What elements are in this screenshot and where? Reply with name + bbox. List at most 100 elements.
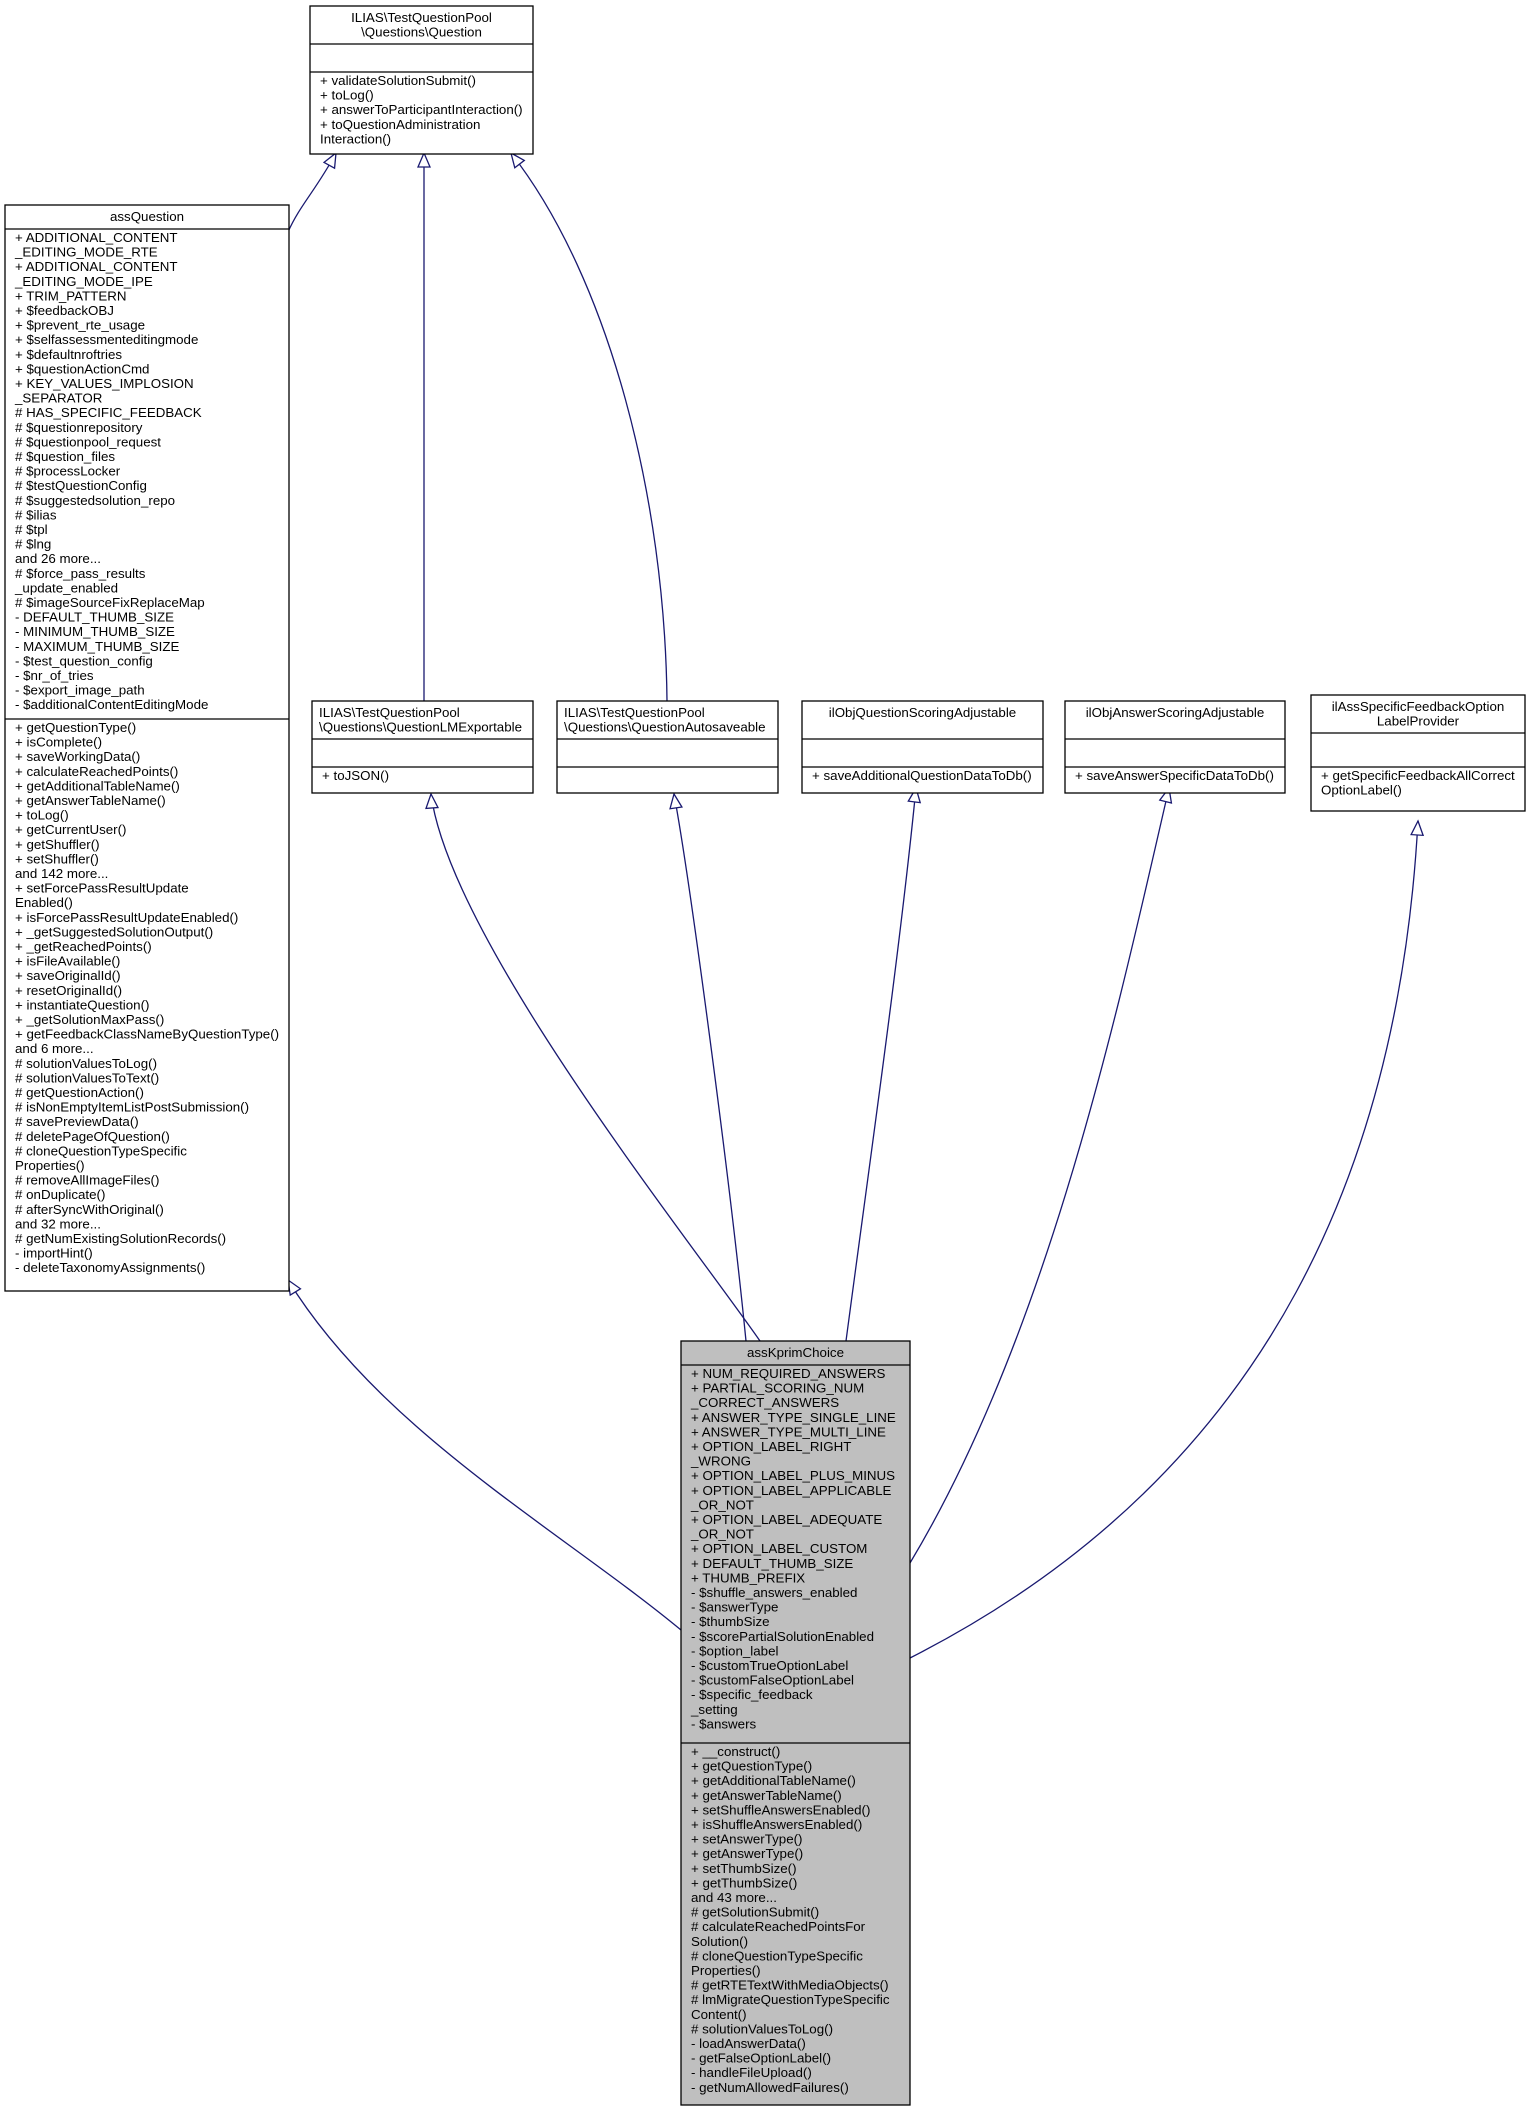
class-method: + validateSolutionSubmit() (320, 73, 476, 88)
class-box-autosaveable[interactable]: ILIAS\TestQuestionPool\Questions\Questio… (556, 700, 779, 794)
edge-kprim-to-assQuestion (287, 1279, 682, 1631)
class-box-assQuestion[interactable]: assQuestion+ ADDITIONAL_CONTENT_EDITING_… (4, 204, 290, 1292)
class-box-answerScoring[interactable]: ilObjAnswerScoringAdjustable + saveAnswer… (1064, 700, 1286, 794)
class-method: # removeAllImageFiles() (15, 1173, 159, 1188)
class-method: OptionLabel() (1321, 783, 1402, 798)
class-method: # getSolutionSubmit() (691, 1905, 819, 1920)
inheritance-arrowhead (287, 1278, 302, 1297)
class-method: + saveAdditionalQuestionDataToDb() (812, 768, 1032, 783)
class-method: Solution() (691, 1934, 748, 1949)
inheritance-edges (287, 151, 1425, 1659)
class-method: Content() (691, 2007, 747, 2022)
class-method: # cloneQuestionTypeSpecific (15, 1143, 187, 1158)
class-attribute: + PARTIAL_SCORING_NUM (691, 1381, 864, 1396)
inheritance-arrowhead (509, 151, 526, 169)
class-attribute: _OR_NOT (690, 1497, 754, 1512)
class-attribute: + TRIM_PATTERN (15, 288, 126, 303)
inheritance-arrowhead (907, 786, 922, 804)
class-method: + getAnswerTableName() (15, 793, 166, 808)
class-box-question[interactable]: ILIAS\TestQuestionPool\Questions\Questio… (309, 5, 534, 155)
class-method: + getShuffler() (15, 837, 100, 852)
class-method: # getRTETextWithMediaObjects() (691, 1978, 889, 1993)
class-box-feedbackProvider[interactable]: ilAssSpecificFeedbackOptionLabelProvider… (1310, 694, 1526, 812)
class-title: ILIAS\TestQuestionPool (351, 10, 492, 25)
class-attribute: + OPTION_LABEL_PLUS_MINUS (691, 1468, 895, 1483)
class-method: + setShuffler() (15, 851, 99, 866)
class-attribute: # $question_files (15, 449, 115, 464)
class-method: Properties() (15, 1158, 85, 1173)
class-method: and 43 more... (691, 1890, 777, 1905)
class-attribute: # $questionpool_request (15, 434, 161, 449)
class-title: assQuestion (110, 209, 184, 224)
class-method: + saveWorkingData() (15, 749, 140, 764)
class-attribute: + NUM_REQUIRED_ANSWERS (691, 1366, 886, 1381)
class-method: - loadAnswerData() (691, 2036, 806, 2051)
class-attribute: + DEFAULT_THUMB_SIZE (691, 1556, 853, 1571)
inheritance-arrowhead (669, 792, 683, 810)
class-method: and 6 more... (15, 1041, 94, 1056)
class-title: LabelProvider (1377, 714, 1460, 729)
class-attribute: - $option_label (691, 1643, 778, 1658)
class-attribute: # $tpl (15, 522, 48, 537)
class-attribute: _update_enabled (14, 580, 118, 595)
class-attribute: _WRONG (690, 1454, 751, 1469)
class-method: + isForcePassResultUpdateEnabled() (15, 910, 238, 925)
class-attribute: and 26 more... (15, 551, 101, 566)
class-attribute: + OPTION_LABEL_RIGHT (691, 1439, 851, 1454)
class-method: + getFeedbackClassNameByQuestionType() (15, 1027, 279, 1042)
class-method: + resetOriginalId() (15, 983, 122, 998)
class-method: + toJSON() (322, 768, 389, 783)
class-attribute: + $feedbackOBJ (15, 303, 114, 318)
class-method: + getThumbSize() (691, 1875, 797, 1890)
class-method: - deleteTaxonomyAssignments() (15, 1260, 205, 1275)
class-attribute: - $export_image_path (15, 683, 145, 698)
class-title: ilAssSpecificFeedbackOption (1332, 699, 1505, 714)
class-method: - getNumAllowedFailures() (691, 2080, 849, 2095)
class-title: ilObjAnswerScoringAdjustable (1086, 705, 1265, 720)
class-attribute: - $customFalseOptionLabel (691, 1673, 854, 1688)
class-attribute: + OPTION_LABEL_APPLICABLE (691, 1483, 892, 1498)
class-title: ilObjQuestionScoringAdjustable (829, 705, 1016, 720)
class-attribute: _setting (690, 1702, 738, 1717)
class-method: + getCurrentUser() (15, 822, 126, 837)
class-attribute: - DEFAULT_THUMB_SIZE (15, 610, 174, 625)
class-attribute: # $questionrepository (15, 420, 143, 435)
class-method: Enabled() (15, 895, 73, 910)
class-attribute: - $answers (691, 1716, 757, 1731)
class-method: + _getSuggestedSolutionOutput() (15, 924, 213, 939)
class-attribute: - MAXIMUM_THUMB_SIZE (15, 639, 179, 654)
class-attribute: - $customTrueOptionLabel (691, 1658, 848, 1673)
class-method: # cloneQuestionTypeSpecific (691, 1948, 863, 1963)
class-title: ILIAS\TestQuestionPool (564, 705, 705, 720)
class-attribute: + $questionActionCmd (15, 361, 149, 376)
class-method: - getFalseOptionLabel() (691, 2051, 831, 2066)
class-attribute: # $force_pass_results (15, 566, 146, 581)
class-box-questionScoring[interactable]: ilObjQuestionScoringAdjustable + saveAddi… (801, 700, 1044, 794)
class-method: + isComplete() (15, 735, 102, 750)
class-method: and 32 more... (15, 1216, 101, 1231)
edge-kprim-to-questionScoring (845, 787, 917, 1342)
class-attribute: + ANSWER_TYPE_MULTI_LINE (691, 1424, 886, 1439)
class-title: assKprimChoice (747, 1345, 844, 1360)
class-attribute: + $selfassessmenteditingmode (15, 332, 198, 347)
class-attribute: + THUMB_PREFIX (691, 1570, 805, 1585)
class-method: + saveAnswerSpecificDataToDb() (1075, 768, 1274, 783)
class-attribute: # $lng (15, 537, 51, 552)
class-method: # isNonEmptyItemListPostSubmission() (15, 1100, 249, 1115)
class-title: \Questions\QuestionLMExportable (319, 720, 522, 735)
class-method: + isShuffleAnswersEnabled() (691, 1817, 862, 1832)
class-method: # solutionValuesToLog() (15, 1056, 157, 1071)
class-box-kprim[interactable]: assKprimChoice + NUM_REQUIRED_ANSWERS+ PA… (680, 1340, 911, 2106)
class-attribute: + ADDITIONAL_CONTENT (15, 230, 178, 245)
class-attribute: + OPTION_LABEL_CUSTOM (691, 1541, 867, 1556)
class-box-lmExportable[interactable]: ILIAS\TestQuestionPool\Questions\Questio… (311, 700, 534, 794)
class-method: # lmMigrateQuestionTypeSpecific (691, 1992, 890, 2007)
class-attribute: - $shuffle_answers_enabled (691, 1585, 857, 1600)
class-method: + getAnswerTableName() (691, 1788, 842, 1803)
class-attribute: + ADDITIONAL_CONTENT (15, 259, 178, 274)
class-attribute: # HAS_SPECIFIC_FEEDBACK (15, 405, 202, 420)
inheritance-arrowhead (1410, 819, 1425, 837)
class-attribute: # $suggestedsolution_repo (15, 493, 175, 508)
class-method: + instantiateQuestion() (15, 997, 149, 1012)
